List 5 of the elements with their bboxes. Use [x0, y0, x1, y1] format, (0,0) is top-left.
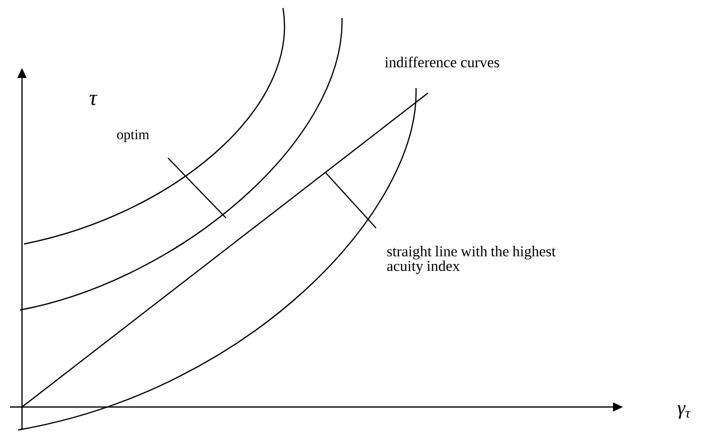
- axis-label: optim: [117, 130, 150, 142]
- axis-label: straight line with the highest acuity index: [387, 246, 556, 274]
- axis-label: τ: [90, 94, 98, 106]
- axis-label: indifference curves: [384, 56, 500, 68]
- axis-label: γ$_{τ}$: [678, 405, 691, 419]
